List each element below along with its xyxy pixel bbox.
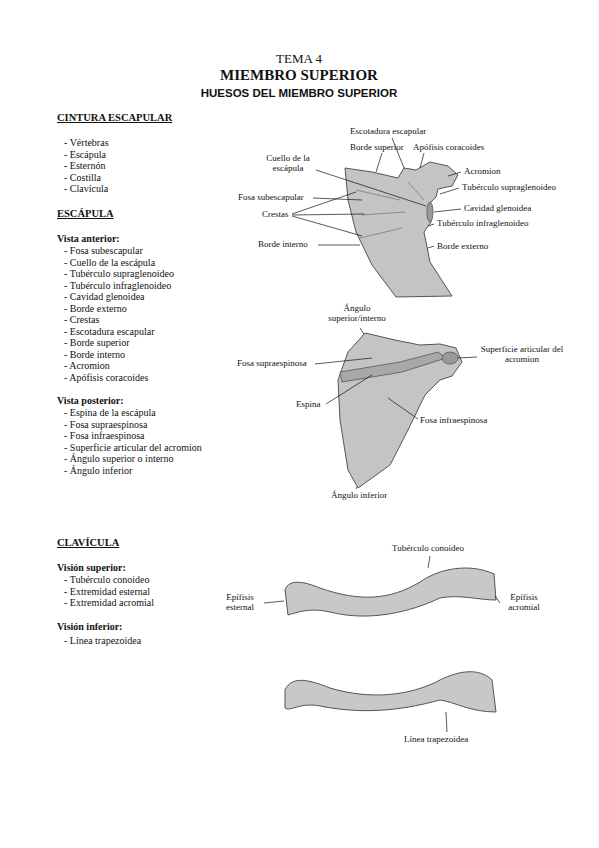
list-item: - Vértebras [64,137,109,149]
bone-outline [338,333,462,488]
part-label: Crestas [262,209,289,219]
page-title: MIEMBRO SUPERIOR [99,67,499,84]
section-heading: CINTURA ESCAPULAR [57,112,172,124]
page-subheading: HUESOS DEL MIEMBRO SUPERIOR [99,87,499,100]
list-item: - Fosa supraespinosa [64,419,147,431]
part-label: Epífisis acromial [500,592,548,613]
part-label: Tubérculo supraglenoideo [462,182,556,192]
list-item: - Superficie articular del acromion [64,442,202,454]
list-item: - Línea trapezoidea [64,635,141,647]
part-label: Línea trapezoidea [404,734,468,744]
subsection-heading: Visión inferior: [57,621,122,633]
list-item: - Clavícula [64,183,108,195]
part-label: Superficie articular del acromion [478,344,566,365]
list-item: - Extremidad acromial [64,597,154,609]
part-label: Fosa subescapular [238,192,304,202]
bone-outline [345,162,458,297]
list-item: - Tubérculo supraglenoideo [64,268,174,280]
part-label: Tubérculo infraglenoideo [437,218,528,228]
subsection-heading: Visión superior: [57,562,126,574]
scapular-spine [340,352,446,382]
bone-shading [356,182,424,238]
list-item: - Fosa infraespinosa [64,430,145,442]
subsection-heading: Vista anterior: [57,233,120,245]
part-label: Fosa supraespinosa [237,358,307,368]
list-item: - Ángulo superior o interno [64,453,173,465]
page-heading: TEMA 4 [99,52,499,67]
part-label: Acromion [464,166,501,176]
list-item: - Espina de la escápula [64,407,156,419]
list-item: - Extremidad esternal [64,586,150,598]
list-item: - Borde externo [64,303,127,315]
list-item: - Escotadura escapular [64,326,155,338]
part-label: Ángulo inferior [331,490,387,500]
scapula-posterior [338,333,462,488]
list-item: - Tubérculo infraglenoideo [64,280,171,292]
list-item: - Borde interno [64,349,125,361]
scapula-anterior [345,162,458,297]
part-label: Borde interno [258,239,308,249]
list-item: - Esternón [64,160,105,172]
part-label: Escotadura escapular [350,126,426,136]
section-heading: CLAVÍCULA [57,537,119,549]
list-item: - Tubérculo conoideo [64,574,150,586]
list-item: - Fosa subescapular [64,245,143,257]
part-label: Borde superior [350,142,404,152]
part-label: Espina [296,399,321,409]
list-item: - Escápula [64,149,106,161]
acromion-facet [442,352,458,364]
list-item: - Cavidad glenoidea [64,291,145,303]
list-item: - Ángulo inferior [64,465,132,477]
part-label: Fosa infraespinosa [420,415,487,425]
list-item: - Borde superior [64,337,130,349]
list-item: - Apófisis coracoides [64,372,148,384]
part-label: Apófisis coracoides [413,142,484,152]
section-heading: ESCÁPULA [57,208,114,220]
clavicle-superior [285,568,496,616]
list-item: - Acromion [64,360,110,372]
list-item: - Cuello de la escápula [64,257,155,269]
glenoid [427,202,433,222]
list-item: - Crestas [64,314,99,326]
part-label: Cuello de la escápula [258,153,318,174]
part-label: Ángulo superior/interno [321,303,393,324]
list-item: - Costilla [64,172,101,184]
part-label: Borde externo [437,241,488,251]
part-label: Epífisis esternal [217,592,263,613]
clavicle-inferior [285,672,496,712]
subsection-heading: Vista posterior: [57,395,124,407]
part-label: Tubérculo conoideo [392,543,464,553]
part-label: Cavidad glenoidea [464,203,531,213]
